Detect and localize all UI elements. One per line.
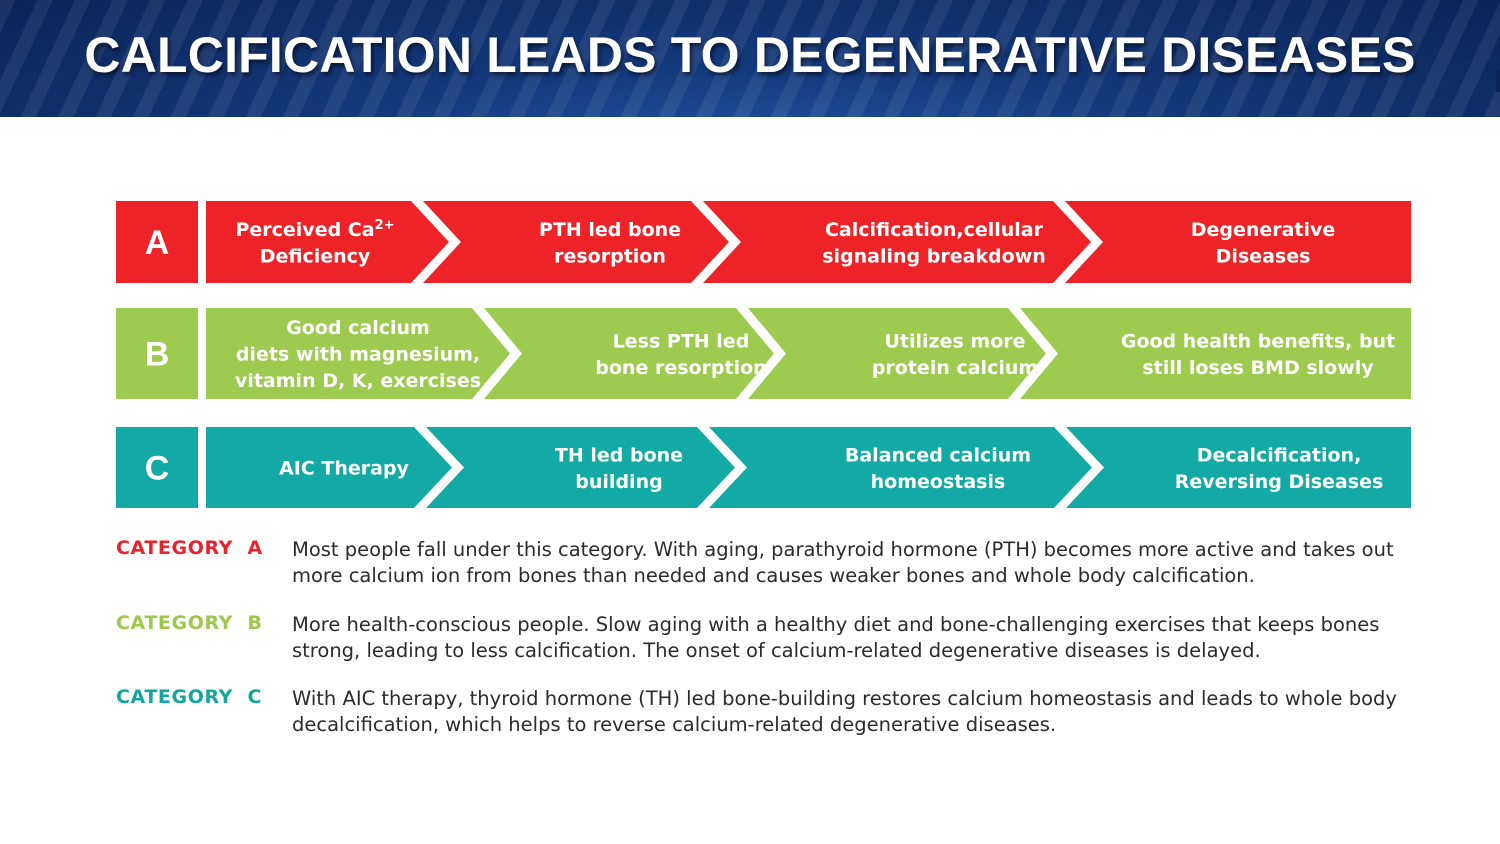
step-c-4-line-2: Reversing Diseases — [1175, 471, 1384, 493]
edge-mark — [1496, 70, 1500, 92]
category-c-label: CATEGORY C — [116, 686, 262, 708]
step-b-4-line-2: still loses BMD slowly — [1142, 357, 1374, 379]
step-a-3-line-2: signaling breakdown — [822, 245, 1046, 267]
step-c-1-line-1: AIC Therapy — [279, 458, 409, 480]
step-b-3-line-1: Utilizes more — [884, 330, 1025, 352]
step-b-4-line-1: Good health benefits, but — [1121, 330, 1395, 352]
chevron-c-2 — [426, 427, 735, 508]
chevron-c-1 — [206, 427, 452, 508]
flow-row-a: A Perceived Ca2+ Deficiency PTH led bone res… — [116, 201, 1411, 283]
chevron-a-3 — [703, 201, 1091, 283]
step-c-3-line-1: Balanced calcium — [845, 444, 1031, 466]
step-c-3-line-2: homeostasis — [871, 471, 1006, 493]
step-a-2-line-2: resorption — [554, 245, 666, 267]
page-title: CALCIFICATION LEADS TO DEGENERATIVE DISE… — [84, 27, 1416, 83]
chevron-a-4 — [1065, 201, 1411, 283]
step-a-1-line-1: Perceived Ca2+ — [235, 217, 394, 241]
chevron-c-4 — [1066, 427, 1411, 508]
flow-row-c: C AIC Therapy TH led bone building Balanced … — [116, 427, 1411, 508]
chevron-c-3 — [709, 427, 1092, 508]
category-a: CATEGORY A Most people fall under this c… — [116, 537, 1416, 597]
step-a-4-line-2: Diseases — [1216, 245, 1311, 267]
step-c-2-line-2: building — [575, 471, 662, 493]
row-a-letter-box — [116, 201, 198, 283]
step-a-2-line-1: PTH led bone — [539, 219, 681, 241]
category-b-description: More health-conscious people. Slow aging… — [292, 613, 1380, 662]
row-b-letter: B — [145, 336, 170, 374]
step-b-1-line-3: vitamin D, K, exercises — [235, 370, 481, 392]
process-flow-diagram: A Perceived Ca2+ Deficiency PTH led bone res… — [116, 201, 1411, 508]
row-c-letter-box — [116, 427, 198, 508]
chevron-b-3 — [748, 308, 1046, 399]
row-a-letter: A — [145, 224, 170, 262]
chevron-b-1 — [206, 308, 510, 399]
category-a-description: Most people fall under this category. Wi… — [292, 538, 1394, 587]
superscript-charge: 2+ — [375, 217, 395, 232]
step-b-2-line-1: Less PTH led — [613, 330, 750, 352]
chevron-b-4 — [1020, 308, 1411, 399]
flow-row-b: B Good calcium diets with magnesium, vitami… — [116, 308, 1411, 399]
step-b-1-line-1: Good calcium — [286, 317, 430, 339]
step-b-2-line-2: bone resorption — [595, 357, 766, 379]
chevron-b-2 — [484, 308, 774, 399]
step-a-3-line-1: Calcification,cellular — [825, 219, 1044, 241]
chevron-a-1 — [206, 201, 449, 283]
category-c-description: With AIC therapy, thyroid hormone (TH) l… — [292, 687, 1397, 736]
category-b: CATEGORY B More health-conscious people.… — [116, 612, 1416, 672]
category-a-label: CATEGORY A — [116, 537, 263, 559]
title-banner: CALCIFICATION LEADS TO DEGENERATIVE DISE… — [0, 0, 1500, 117]
row-c-letter: C — [145, 450, 170, 488]
step-c-2-line-1: TH led bone — [555, 444, 683, 466]
step-b-1-line-2: diets with magnesium, — [236, 344, 480, 366]
step-b-3-line-2: protein calcium — [872, 357, 1038, 379]
step-a-4-line-1: Degenerative — [1191, 219, 1336, 241]
step-a-1-line-2: Deficiency — [260, 245, 371, 267]
step-c-4-line-1: Decalcification, — [1197, 444, 1362, 466]
row-b-letter-box — [116, 308, 198, 399]
category-b-label: CATEGORY B — [116, 612, 263, 634]
category-c: CATEGORY C With AIC therapy, thyroid hor… — [116, 686, 1416, 746]
chevron-a-2 — [423, 201, 729, 283]
